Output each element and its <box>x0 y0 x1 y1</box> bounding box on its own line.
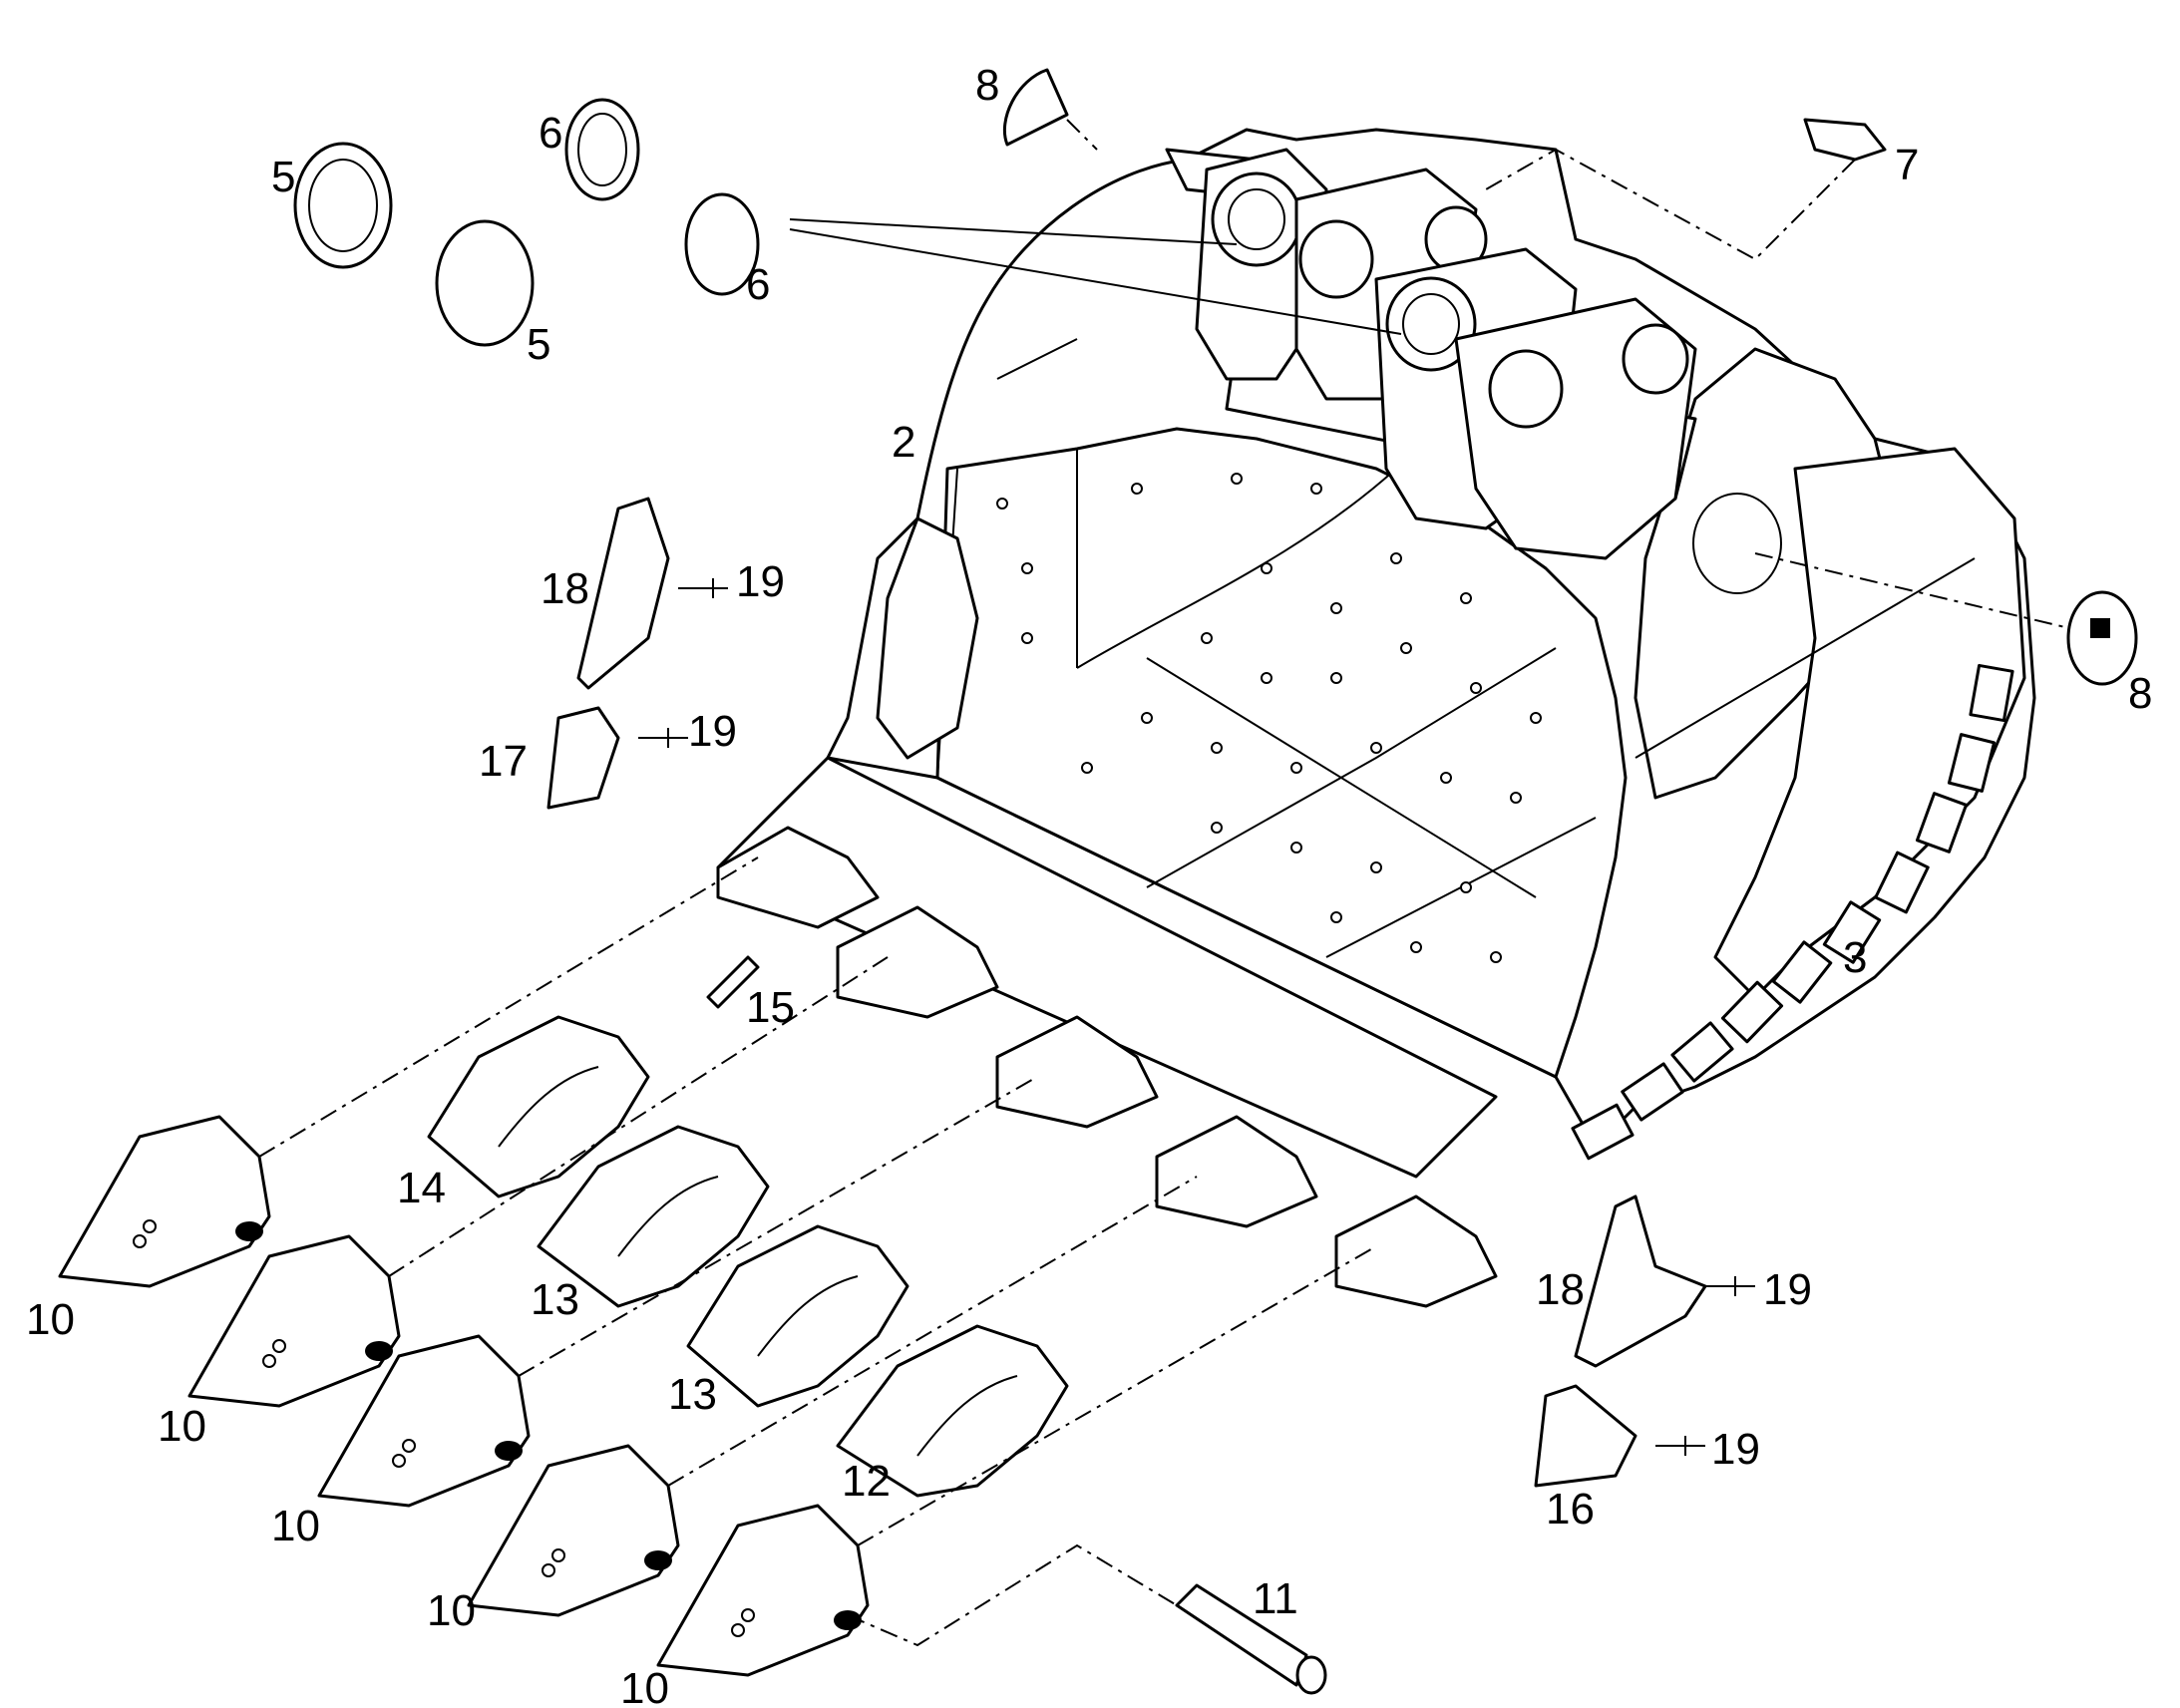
bolt-19-a <box>678 578 728 598</box>
tooth-adapters <box>716 826 1498 1308</box>
callout-10-b: 10 <box>158 1402 206 1451</box>
callout-19-c: 19 <box>1763 1265 1812 1314</box>
callout-10-c: 10 <box>271 1502 320 1550</box>
callout-10-d: 10 <box>427 1586 476 1635</box>
cover-plate-5-b <box>435 219 535 347</box>
shroud-12 <box>836 1324 1069 1498</box>
cap-8-top <box>1002 68 1069 147</box>
tooth-10-e <box>656 1504 870 1677</box>
callout-11: 11 <box>1253 1574 1298 1623</box>
tooth-10-c <box>317 1334 531 1508</box>
callout-18-a: 18 <box>541 564 589 613</box>
bolt-15 <box>706 955 760 1009</box>
shroud-13-b <box>686 1224 909 1408</box>
callout-14: 14 <box>397 1164 446 1212</box>
corner-shroud-17 <box>546 706 620 810</box>
cover-plate-6-a <box>564 98 640 201</box>
mounting-lug-right <box>1374 247 1697 560</box>
wing-shroud-18-bottom <box>1574 1195 1707 1368</box>
bolt-19-c <box>1705 1276 1755 1296</box>
callout-19-d: 19 <box>1711 1425 1760 1474</box>
callout-12: 12 <box>842 1457 891 1506</box>
callout-18-b: 18 <box>1536 1265 1585 1314</box>
shroud-14 <box>427 1015 650 1198</box>
callout-8-a: 8 <box>975 61 999 110</box>
cap-8-right <box>2066 590 2138 686</box>
tooth-10-a <box>58 1115 271 1288</box>
callout-13-a: 13 <box>531 1275 579 1324</box>
callout-19-b: 19 <box>688 707 737 756</box>
callout-8-b: 8 <box>2128 669 2152 718</box>
callout-6-a: 6 <box>539 109 562 158</box>
lip-shrouds <box>1571 663 2014 1161</box>
callout-10-a: 10 <box>26 1295 75 1344</box>
wing-shroud-18-top <box>576 497 670 690</box>
callout-5-a: 5 <box>271 153 295 201</box>
callout-7: 7 <box>1895 141 1919 189</box>
corner-shroud-16 <box>1534 1384 1637 1488</box>
callout-5-b: 5 <box>527 320 550 369</box>
callout-15: 15 <box>746 983 795 1032</box>
tooth-10-b <box>187 1234 401 1408</box>
callout-3: 3 <box>1843 933 1867 982</box>
wear-plate-holes <box>996 473 1542 963</box>
shroud-13-a <box>537 1125 770 1308</box>
callout-16: 16 <box>1546 1485 1595 1534</box>
callout-2: 2 <box>892 418 915 467</box>
pin-11 <box>1175 1583 1327 1695</box>
cover-plate-5-a <box>293 142 393 269</box>
callout-17: 17 <box>479 737 528 786</box>
callout-19-a: 19 <box>736 557 785 606</box>
bolt-19-b <box>638 728 688 748</box>
callout-10-e: 10 <box>620 1664 669 1708</box>
bolt-19-d <box>1655 1436 1705 1456</box>
callout-13-b: 13 <box>668 1370 717 1419</box>
cover-plate-6-b <box>684 192 760 296</box>
bucket-body <box>716 128 2036 1308</box>
callout-6-b: 6 <box>746 260 770 309</box>
bracket-7 <box>1803 118 1887 162</box>
tooth-10-d <box>467 1444 680 1617</box>
